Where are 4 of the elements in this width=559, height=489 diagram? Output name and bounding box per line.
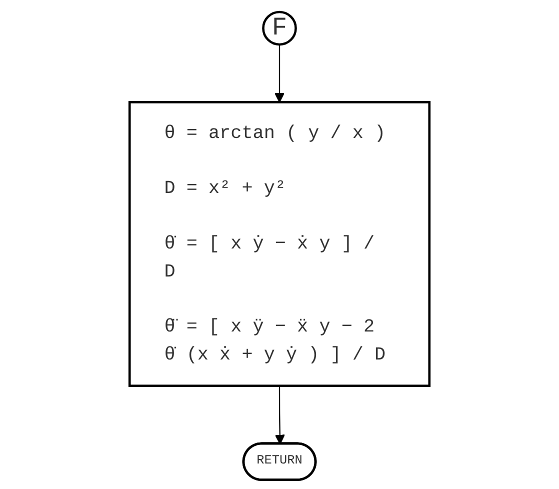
node-circle: F	[262, 10, 297, 46]
arrow	[274, 386, 285, 444]
node-box: θ = arctan ( y / x ) D = x² + y² θ̇ = [ x ẏ − ẋ y ] / D θ̈ = [ x ÿ − ẍ y − 2 θ̇ (x ẋ + y ẏ ) ] / D	[128, 101, 431, 387]
arrow	[274, 44, 285, 103]
